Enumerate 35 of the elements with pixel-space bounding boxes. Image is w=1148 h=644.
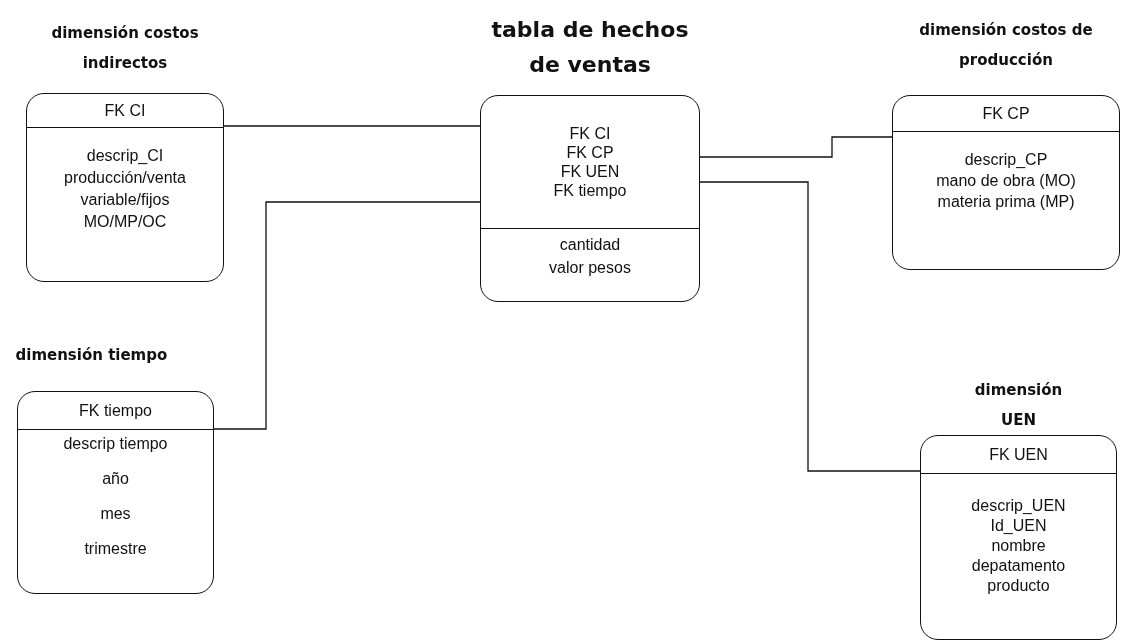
attribute-field: trimestre: [84, 539, 147, 558]
connector-line: [223, 125, 481, 127]
attribute-field: descrip_CP: [964, 150, 1048, 169]
key-field: FK tiempo: [79, 401, 152, 420]
connector-line: [213, 201, 481, 430]
attribute-field: Id_UEN: [990, 516, 1047, 535]
attribute-field: materia prima (MP): [937, 192, 1075, 211]
key-field: FK CP: [566, 143, 614, 162]
table-heading: dimensión costos de producción: [918, 20, 1094, 71]
attribute-field: año: [102, 469, 129, 488]
key-field: FK CI: [104, 101, 146, 120]
attribute-field: cantidad: [559, 235, 621, 254]
key-field: FK tiempo: [553, 181, 627, 200]
table-heading: dimensión costos indirectos: [50, 23, 200, 74]
key-field: FK CP: [982, 104, 1030, 123]
attribute-field: mes: [100, 504, 131, 523]
key-field: FK CI: [569, 124, 611, 143]
attribute-field: descrip_CI: [86, 146, 164, 165]
attribute-field: producción/venta: [64, 168, 186, 187]
key-field: FK UEN: [989, 445, 1048, 464]
connector-line: [699, 136, 893, 158]
attribute-field: valor pesos: [549, 258, 631, 277]
attribute-field: MO/MP/OC: [83, 212, 167, 231]
attribute-field: producto: [987, 576, 1050, 595]
table-heading: dimensión UEN: [973, 380, 1064, 431]
attribute-field: nombre: [991, 536, 1046, 555]
table-heading: tabla de hechos de ventas: [490, 16, 690, 79]
attribute-field: descrip_UEN: [971, 496, 1066, 515]
table-heading: dimensión tiempo: [15, 345, 169, 366]
attribute-field: depatamento: [971, 556, 1066, 575]
attribute-field: variable/fijos: [80, 190, 170, 209]
attribute-field: descrip tiempo: [63, 434, 168, 453]
connector-line: [699, 181, 921, 472]
attribute-field: mano de obra (MO): [936, 171, 1076, 190]
key-field: FK UEN: [560, 162, 620, 181]
